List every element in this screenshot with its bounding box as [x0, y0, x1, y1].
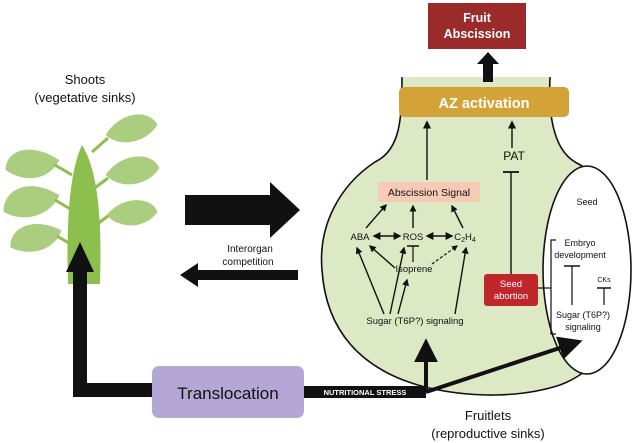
az-activation-bar	[399, 87, 569, 117]
translocation-arrow-head	[66, 242, 94, 272]
seed-label: Seed	[576, 197, 597, 207]
fruit-abscission-box	[428, 3, 526, 49]
isoprene-to-c2h4-dashed-arrow	[431, 245, 458, 265]
embryo-label-1: Embryo	[564, 238, 595, 248]
seed-sugar-label-2: signaling	[565, 322, 601, 332]
seed-abortion-box	[484, 274, 538, 306]
interorgan-label-2: competition	[222, 257, 273, 268]
abscission-arrow-shaft	[483, 64, 493, 82]
sugar-to-isoprene-arrow	[397, 278, 409, 315]
translocation-box	[152, 366, 304, 418]
isoprene-label: Isoprene	[396, 264, 433, 275]
ros-label: ROS	[403, 232, 424, 243]
competition-arrow-left	[180, 263, 298, 287]
fruit-abscission-label-1: Fruit	[463, 11, 492, 25]
stress-to-seed-arrow	[425, 336, 583, 394]
nutritional-stress-bar	[304, 386, 426, 398]
sugar-to-ros-arrow	[389, 246, 407, 315]
az-activation-label: AZ activation	[438, 96, 529, 112]
c2h4-label: C2H4	[454, 232, 476, 244]
c2h4-to-signal-arrow	[451, 204, 464, 229]
seed-abortion-label-2: abortion	[494, 291, 528, 302]
embryo-label-2: development	[554, 250, 606, 260]
translocation-path	[73, 270, 152, 397]
interorgan-label-1: Interorgan	[227, 244, 273, 255]
shoots-label-2: (vegetative sinks)	[34, 90, 135, 105]
abscission-arrow-head	[477, 52, 499, 64]
seed-abortion-label-1: Seed	[500, 279, 522, 290]
shoots-label-1: Shoots	[65, 72, 106, 87]
sugar-signaling-label: Sugar (T6P?) signaling	[366, 316, 463, 327]
competition-arrow-right	[185, 182, 300, 238]
translocation-label: Translocation	[177, 384, 278, 403]
aba-to-signal-arrow	[365, 203, 387, 229]
abscission-signal-label: Abscission Signal	[388, 187, 470, 199]
cks-label: CKs	[597, 277, 611, 284]
aba-label: ABA	[350, 232, 370, 243]
abscission-signal-box	[378, 182, 480, 202]
fruit-abscission-label-2: Abscission	[444, 27, 511, 41]
isoprene-to-aba-arrow	[368, 245, 396, 269]
seed-sugar-label-1: Sugar (T6P?)	[556, 310, 610, 320]
fruitlets-label-1: Fruitlets	[465, 408, 512, 423]
pat-label: PAT	[503, 149, 525, 163]
seed-ellipse	[542, 165, 632, 375]
nutritional-stress-label: NUTRITIONAL STRESS	[324, 388, 407, 397]
fruitlets-label-2: (reproductive sinks)	[431, 426, 544, 441]
seed-bracket	[550, 239, 556, 335]
sugar-to-c2h4-arrow	[454, 246, 469, 315]
sugar-to-aba-arrow	[355, 246, 385, 315]
